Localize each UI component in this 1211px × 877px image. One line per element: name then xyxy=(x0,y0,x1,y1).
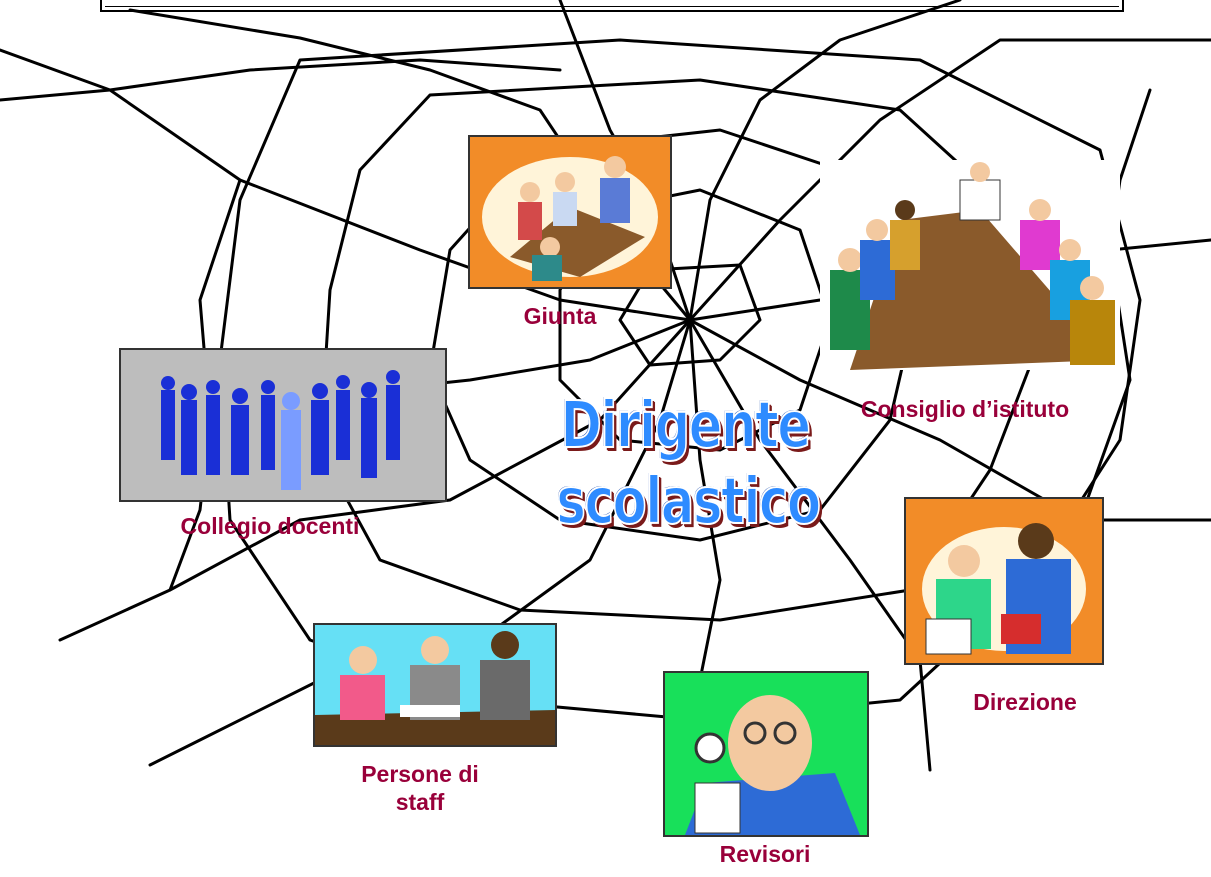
web-ring xyxy=(618,263,762,367)
giunta-image xyxy=(468,135,672,289)
staff-image xyxy=(313,623,557,747)
web-ring xyxy=(318,78,1042,622)
staff-label: Persone di staff xyxy=(361,761,479,815)
direzione-label: Direzione xyxy=(973,689,1077,715)
web-radial xyxy=(0,48,692,322)
web-radial xyxy=(688,318,1211,522)
direzione-image xyxy=(904,497,1104,665)
web-radial xyxy=(0,58,562,102)
web-ring xyxy=(558,188,832,452)
web-radial xyxy=(688,318,932,772)
central-title-line2: scolastico xyxy=(556,464,822,540)
web-radial xyxy=(58,318,692,642)
web-radial xyxy=(688,0,962,322)
collegio-label: Collegio docenti xyxy=(180,513,360,539)
revisori-label: Revisori xyxy=(719,841,811,867)
header-frame xyxy=(100,0,1124,12)
consiglio-image xyxy=(820,160,1120,370)
revisori-image xyxy=(663,671,869,837)
consiglio-label: Consiglio d’istituto xyxy=(860,396,1070,422)
web-radial xyxy=(688,38,1211,322)
collegio-image xyxy=(119,348,447,502)
giunta-label: Giunta xyxy=(523,303,597,329)
central-title-line1: Dirigente xyxy=(560,388,812,464)
central-title: Dirigente scolastico xyxy=(556,388,822,540)
